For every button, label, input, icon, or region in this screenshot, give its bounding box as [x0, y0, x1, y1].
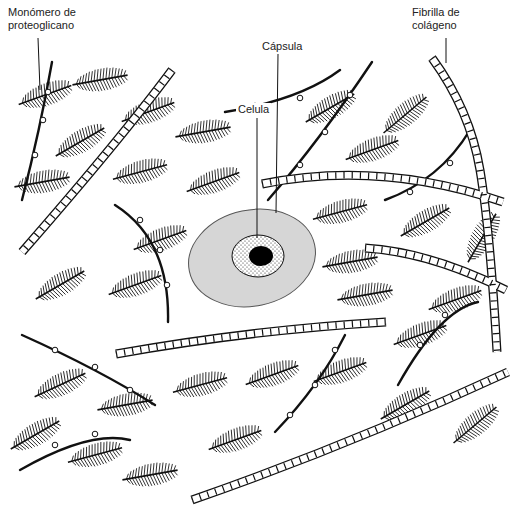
leader-lines — [38, 38, 446, 238]
part-label: Monómero de proteoglicano — [6, 6, 102, 32]
chondrocyte — [179, 198, 324, 319]
link-proteins — [32, 89, 453, 448]
collagen-fibrils — [22, 58, 508, 500]
part-label: Celula — [236, 103, 271, 116]
proteoglycan-monomers — [5, 64, 505, 490]
part-label: Cápsula — [260, 40, 304, 53]
hyaluronan-chains — [20, 62, 478, 470]
part-label: Fibrilla de colágeno — [410, 6, 494, 32]
